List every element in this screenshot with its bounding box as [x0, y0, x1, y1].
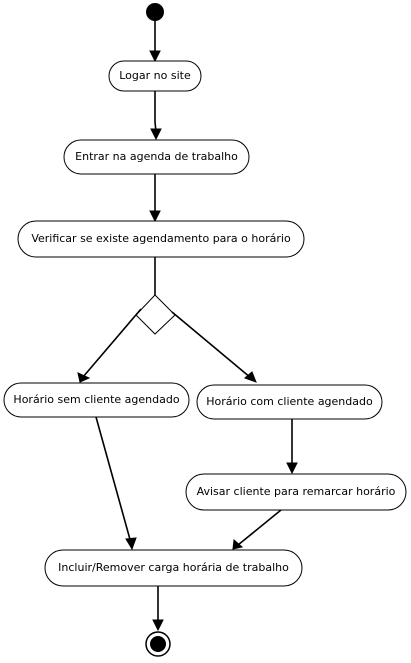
- initial-node: [146, 3, 164, 21]
- action-avisar-cliente: Avisar cliente para remarcar horário: [185, 473, 407, 511]
- arrow-avisar-to-incluir: [232, 538, 244, 550]
- edge-decision-to-com-cliente: [171, 311, 252, 379]
- edge-sem-cliente-to-incluir: [95, 416, 132, 544]
- action-label: Horário com cliente agendado: [206, 395, 373, 408]
- final-node: [145, 631, 171, 657]
- edge-avisar-to-incluir: [237, 509, 282, 546]
- arrow-incluir-to-end: [152, 619, 164, 632]
- arrow-decision-to-com-cliente: [244, 371, 257, 383]
- action-label: Incluir/Remover carga horária de trabalh…: [58, 561, 289, 574]
- action-horario-sem-cliente: Horário sem cliente agendado: [3, 382, 190, 418]
- arrow-entrar-to-verificar: [149, 210, 161, 223]
- action-verificar-agendamento: Verificar se existe agendamento para o h…: [17, 220, 305, 258]
- edge-decision-to-sem-cliente: [82, 308, 142, 378]
- arrow-sem-cliente-to-incluir: [125, 537, 137, 551]
- decision-node: [135, 294, 176, 335]
- action-label: Horário sem cliente agendado: [13, 393, 179, 406]
- action-horario-com-cliente: Horário com cliente agendado: [196, 384, 383, 420]
- action-label: Logar no site: [119, 69, 191, 82]
- action-incluir-remover-carga: Incluir/Remover carga horária de trabalh…: [44, 549, 303, 587]
- action-label: Entrar na agenda de trabalho: [75, 150, 238, 163]
- arrow-start-to-logar: [149, 50, 161, 63]
- action-label: Verificar se existe agendamento para o h…: [31, 232, 291, 245]
- edge-logar-to-entrar: [154, 91, 157, 133]
- arrow-com-cliente-to-avisar: [286, 462, 298, 475]
- arrow-decision-to-sem-cliente: [77, 372, 91, 383]
- action-logar-no-site: Logar no site: [108, 60, 202, 92]
- arrow-logar-to-entrar: [150, 128, 162, 141]
- action-entrar-agenda: Entrar na agenda de trabalho: [63, 139, 250, 175]
- action-label: Avisar cliente para remarcar horário: [197, 485, 396, 498]
